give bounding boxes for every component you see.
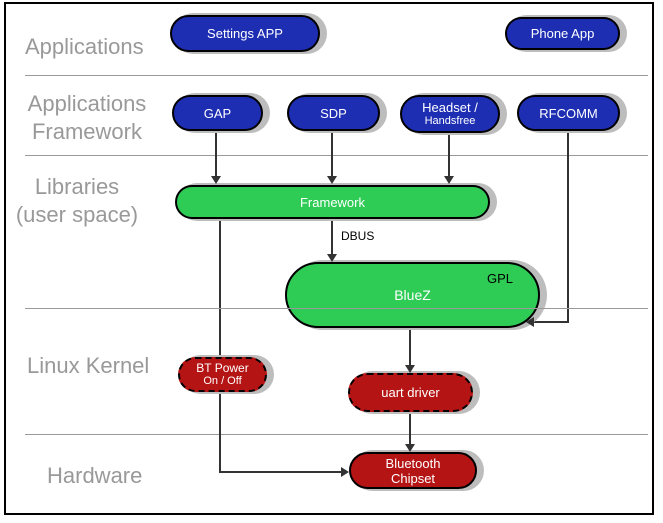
node-sdp: SDP	[287, 95, 380, 131]
node-label: Bluetooth	[385, 455, 441, 471]
arrowhead-rfcomm-bluez	[526, 317, 534, 327]
connector-rfcomm-vertical	[567, 133, 569, 323]
node-label: Phone App	[530, 26, 595, 41]
divider-applications-framework	[25, 75, 648, 76]
node-label: On / Off	[203, 374, 242, 387]
layer-label-line: (user space)	[15, 202, 139, 227]
connector-framework-down	[219, 221, 221, 472]
connector-rfcomm-bluez	[530, 321, 569, 323]
node-rfcomm: RFCOMM	[517, 95, 620, 131]
layer-label-applications-framework: Applications Framework	[22, 90, 152, 146]
node-label: RFCOMM	[539, 105, 598, 121]
arrowhead-uart-chipset	[405, 444, 415, 452]
connector-framework-chipset	[219, 471, 343, 473]
node-label: Settings APP	[207, 26, 283, 41]
divider-libraries-kernel	[25, 308, 648, 309]
divider-framework-libraries	[25, 155, 648, 156]
arrowhead-headset-framework	[444, 176, 454, 184]
node-headset-handsfree: Headset / Handsfree	[400, 95, 500, 133]
node-uart-driver: uart driver	[348, 373, 473, 412]
diagram-border	[4, 2, 654, 515]
node-label: Handsfree	[424, 115, 476, 127]
node-bluetooth-chipset: Bluetooth Chipset	[349, 452, 477, 489]
node-gap: GAP	[172, 95, 263, 131]
layer-label-libraries: Libraries (user space)	[2, 173, 152, 229]
dbus-label: DBUS	[341, 229, 375, 243]
arrowhead-gap-framework	[211, 176, 221, 184]
node-label: SDP	[320, 105, 347, 121]
connector-gap-framework	[215, 133, 217, 179]
node-label: Chipset	[390, 470, 436, 486]
node-label: Headset /	[422, 100, 478, 115]
layer-label-line: Applications	[27, 91, 147, 116]
node-framework: Framework	[175, 185, 490, 219]
node-label: GAP	[203, 105, 232, 121]
node-label: BlueZ	[394, 286, 431, 303]
connector-bluez-uart	[409, 330, 411, 367]
layer-label-applications: Applications	[25, 34, 144, 59]
node-phone-app: Phone App	[505, 17, 620, 50]
connector-headset-framework	[448, 135, 450, 179]
layer-label-line: Libraries	[34, 174, 120, 199]
node-label: Framework	[299, 194, 365, 210]
divider-kernel-hardware	[25, 434, 648, 435]
arrowhead-bluez-uart	[405, 365, 415, 373]
gpl-license-label: GPL	[486, 271, 513, 286]
node-bt-power: BT Power On / Off	[178, 357, 267, 392]
connector-uart-chipset	[409, 414, 411, 446]
connector-sdp-framework	[331, 133, 333, 179]
node-label: uart driver	[381, 385, 440, 400]
node-settings-app: Settings APP	[170, 15, 320, 52]
layer-label-hardware: Hardware	[47, 463, 143, 488]
node-bluez: BlueZ GPL	[285, 262, 540, 328]
arrowhead-sdp-framework	[327, 176, 337, 184]
layer-label-linux-kernel: Linux Kernel	[27, 353, 150, 378]
arrowhead-dbus-bluez	[327, 254, 337, 262]
layer-label-line: Framework	[31, 119, 142, 144]
node-label: BT Power	[196, 360, 249, 375]
arrowhead-framework-chipset	[341, 467, 349, 477]
connector-dbus	[331, 221, 333, 257]
